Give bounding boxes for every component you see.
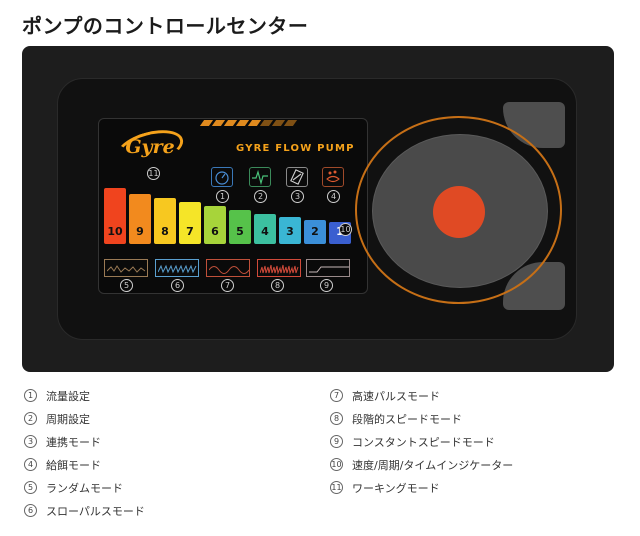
legend-right: 7 高速パルスモード 8 段階的スピードモード 9 コンスタントスピードモード 10 速度/周… <box>330 384 513 499</box>
logo-text: Gyre <box>125 136 175 158</box>
legend-item: 1 流量設定 <box>24 384 145 407</box>
marker-9: 9 <box>320 279 333 292</box>
legend-number: 4 <box>24 458 37 471</box>
speed-bar-label: 2 <box>311 225 319 238</box>
link-mode-icon[interactable] <box>286 167 308 187</box>
speed-bar-label: 3 <box>286 225 294 238</box>
dial-ring <box>355 116 562 304</box>
feed-mode-icon[interactable] <box>322 167 344 187</box>
legend-item: 6 スローパルスモード <box>24 499 145 522</box>
legend-number: 6 <box>24 504 37 517</box>
legend-item: 5 ランダムモード <box>24 476 145 499</box>
legend-number: 5 <box>24 481 37 494</box>
legend-label: ランダムモード <box>46 481 123 495</box>
marker-5: 5 <box>120 279 133 292</box>
legend-label: 給餌モード <box>46 458 101 472</box>
marker-1: 1 <box>216 190 229 203</box>
speed-bar-label: 5 <box>236 225 244 238</box>
gyre-logo: Gyre <box>113 123 187 173</box>
speed-bar-label: 10 <box>107 225 123 238</box>
legend-label: 段階的スピードモード <box>352 412 462 426</box>
legend-label: 連携モード <box>46 435 101 449</box>
cycle-setting-icon[interactable] <box>249 167 271 187</box>
marker-4: 4 <box>327 190 340 203</box>
legend-number: 9 <box>330 435 343 448</box>
legend-label: コンスタントスピードモード <box>352 435 495 449</box>
speed-bar-label: 7 <box>186 225 194 238</box>
decorative-stripes <box>199 120 298 126</box>
legend-number: 3 <box>24 435 37 448</box>
speed-bar-label: 9 <box>136 225 144 238</box>
legend-label: スローパルスモード <box>46 504 145 518</box>
marker-8: 8 <box>271 279 284 292</box>
legend-item: 2 周期設定 <box>24 407 145 430</box>
legend-number: 8 <box>330 412 343 425</box>
legend-number: 1 <box>24 389 37 402</box>
stepped-speed-mode-wave[interactable] <box>257 259 301 277</box>
constant-speed-mode-wave[interactable] <box>306 259 350 277</box>
marker-11: 11 <box>147 167 160 180</box>
marker-3: 3 <box>291 190 304 203</box>
legend-item: 4 給餌モード <box>24 453 145 476</box>
brand-label: GYRE FLOW PUMP <box>236 143 355 154</box>
legend-item: 9 コンスタントスピードモード <box>330 430 513 453</box>
speed-bar-9[interactable]: 9 <box>129 194 151 244</box>
page-title: ポンプのコントロールセンター <box>22 14 309 38</box>
speed-bar-label: 6 <box>211 225 219 238</box>
speed-bar-label: 4 <box>261 225 269 238</box>
speed-bar-6[interactable]: 6 <box>204 206 226 244</box>
dial-center-button[interactable] <box>433 186 485 238</box>
legend-item: 3 連携モード <box>24 430 145 453</box>
slow-pulse-mode-wave[interactable] <box>155 259 199 277</box>
random-mode-wave[interactable] <box>104 259 148 277</box>
legend-item: 11 ワーキングモード <box>330 476 513 499</box>
legend-number: 11 <box>330 481 343 494</box>
marker-2: 2 <box>254 190 267 203</box>
speed-bar-2[interactable]: 2 <box>304 220 326 244</box>
legend-label: ワーキングモード <box>352 481 440 495</box>
legend-label: 高速パルスモード <box>352 389 440 403</box>
legend-left: 1 流量設定 2 周期設定 3 連携モード 4 給餌モード 5 ランダムモード 6 スローパルスモード <box>24 384 145 522</box>
legend-label: 流量設定 <box>46 389 90 403</box>
legend-number: 10 <box>330 458 343 471</box>
speed-bar-label: 8 <box>161 225 169 238</box>
flow-setting-icon[interactable] <box>211 167 233 187</box>
speed-bar-3[interactable]: 3 <box>279 217 301 244</box>
fast-pulse-mode-wave[interactable] <box>206 259 250 277</box>
legend-item: 7 高速パルスモード <box>330 384 513 407</box>
marker-10: 10 <box>339 223 352 236</box>
speed-bar-10[interactable]: 10 <box>104 188 126 244</box>
legend-number: 7 <box>330 389 343 402</box>
speed-bar-7[interactable]: 7 <box>179 202 201 244</box>
legend-label: 速度/周期/タイムインジケーター <box>352 458 514 472</box>
speed-bar-8[interactable]: 8 <box>154 198 176 244</box>
legend-label: 周期設定 <box>46 412 90 426</box>
legend-item: 10 速度/周期/タイムインジケーター <box>330 453 513 476</box>
speed-bar-5[interactable]: 5 <box>229 210 251 244</box>
marker-7: 7 <box>221 279 234 292</box>
legend-number: 2 <box>24 412 37 425</box>
legend-item: 8 段階的スピードモード <box>330 407 513 430</box>
speed-bar-4[interactable]: 4 <box>254 214 276 244</box>
marker-6: 6 <box>171 279 184 292</box>
